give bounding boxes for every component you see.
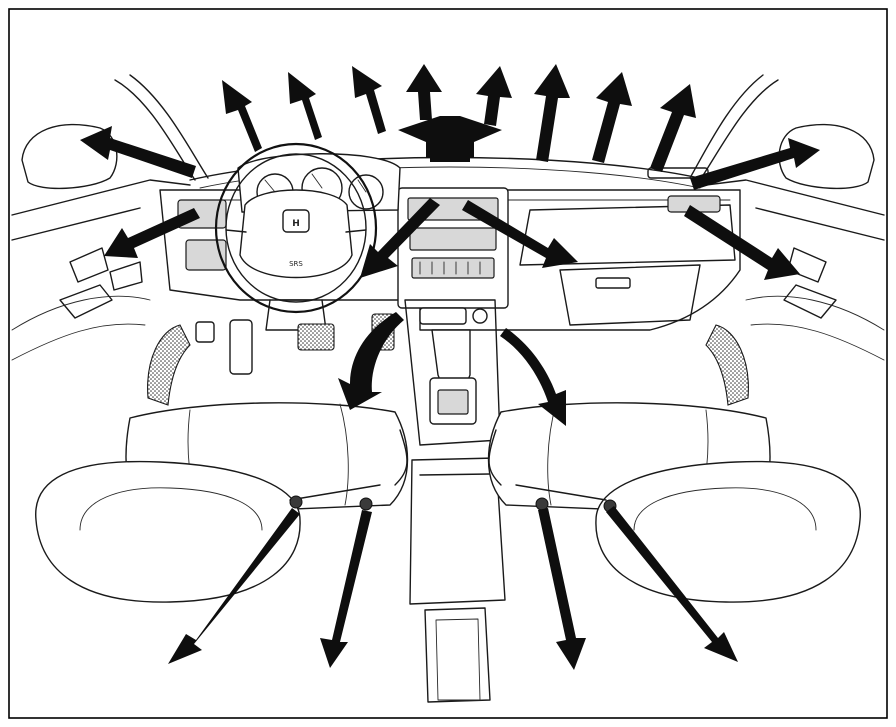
- arrow-defrost-1: [222, 80, 262, 152]
- srs-label: SRS: [289, 260, 303, 268]
- steering-logo: H: [292, 219, 300, 229]
- arrow-defrost-7: [592, 72, 632, 163]
- left-speaker: [148, 325, 190, 405]
- arrow-defrost-4: [406, 64, 442, 120]
- arrow-vent-right: [684, 205, 800, 280]
- center-console: [405, 300, 505, 702]
- arrow-defrost-3: [352, 66, 386, 134]
- arrow-rear-3: [538, 508, 586, 670]
- arrow-rear-2: [320, 510, 372, 668]
- arrow-defrost-2: [288, 72, 322, 140]
- right-speaker: [706, 325, 748, 405]
- arrow-defrost-5: [476, 66, 512, 126]
- arrow-defrost-8: [650, 84, 696, 172]
- arrow-defrost-6: [534, 64, 570, 162]
- arrow-floor-left: [338, 312, 404, 410]
